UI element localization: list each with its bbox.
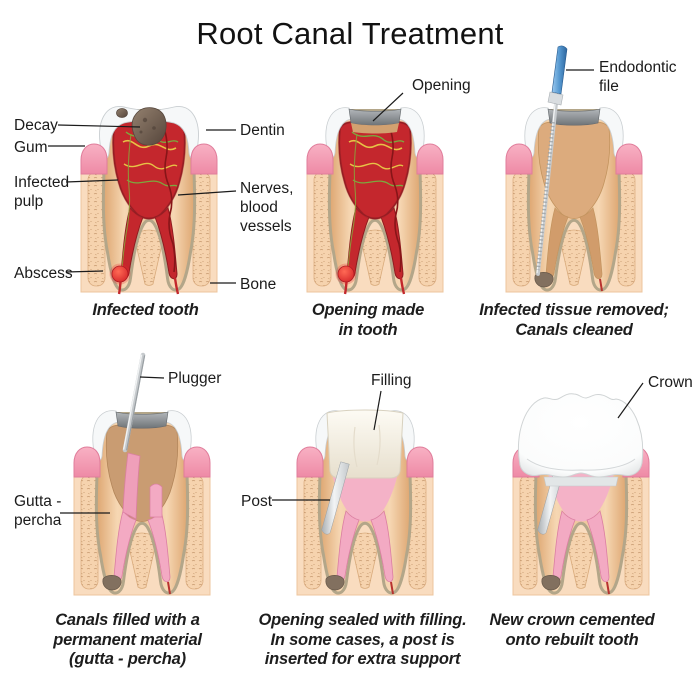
crown-cap xyxy=(517,393,644,487)
gutta-percha-canals xyxy=(113,452,171,583)
gutta-percha-canals xyxy=(332,473,398,583)
endodontic-file-tool xyxy=(536,45,568,276)
bone-texture xyxy=(192,171,211,287)
caption-opening-sealed: Opening sealed with filling. In some cas… xyxy=(258,611,467,668)
access-opening xyxy=(348,108,402,126)
apex-seal xyxy=(541,575,561,591)
stage-2-opening-illustration xyxy=(305,44,445,295)
bone-texture xyxy=(418,171,437,287)
label-post: Post xyxy=(241,493,273,510)
bone-texture xyxy=(185,474,204,590)
label-infected-pulp: Infected pulp xyxy=(14,174,70,210)
apex-vessel xyxy=(606,581,610,595)
access-opening xyxy=(547,108,601,126)
apex-seal xyxy=(534,272,554,288)
bone-texture xyxy=(87,171,106,287)
caption-canals-cleaned: Infected tissue removed; Canals cleaned xyxy=(479,301,669,339)
stage-6-crown-illustration xyxy=(511,347,651,597)
stage-4-gutta-percha-illustration xyxy=(72,347,212,597)
abscess xyxy=(109,263,131,285)
label-opening: Opening xyxy=(412,77,471,94)
apex-vessel xyxy=(390,581,394,595)
enamel xyxy=(92,410,192,462)
gum xyxy=(80,143,218,175)
caption-opening-made: Opening made in tooth xyxy=(311,301,425,339)
access-opening xyxy=(115,411,169,429)
filling-restoration xyxy=(326,409,404,479)
decay xyxy=(116,107,167,146)
label-bone: Bone xyxy=(240,276,277,293)
label-nerves: Nerves, blood vessels xyxy=(240,180,294,235)
label-endodontic-file: Endodontic file xyxy=(599,59,677,95)
bone-texture xyxy=(303,474,322,590)
apex-vessel xyxy=(167,581,171,595)
bone-texture xyxy=(617,171,636,287)
enamel xyxy=(524,107,624,159)
gum xyxy=(505,143,643,175)
gum xyxy=(73,446,211,478)
bone-texture xyxy=(512,171,531,287)
stage-1-infected-tooth-illustration xyxy=(79,44,219,295)
nerves-blood-vessels xyxy=(121,127,179,273)
stage-3-cleaning-illustration xyxy=(504,44,644,294)
abscess xyxy=(335,263,357,285)
bone-texture xyxy=(80,474,99,590)
gum xyxy=(306,143,444,175)
label-gum: Gum xyxy=(14,139,48,156)
diagram-title: Root Canal Treatment xyxy=(196,16,504,51)
label-abscess: Abscess xyxy=(14,265,73,282)
dentin-band xyxy=(351,123,399,134)
label-gutta-percha: Gutta - percha xyxy=(14,493,62,529)
post xyxy=(321,461,350,535)
caption-infected-tooth: Infected tooth xyxy=(92,301,199,319)
caption-new-crown: New crown cemented onto rebuilt tooth xyxy=(489,611,655,649)
gum xyxy=(296,446,434,478)
nerves-blood-vessels xyxy=(347,127,405,273)
apex-vessel xyxy=(599,278,603,292)
apex-seal xyxy=(102,575,122,591)
label-filling: Filling xyxy=(371,372,412,389)
label-crown: Crown xyxy=(648,374,693,391)
cleaned-canals xyxy=(537,117,611,280)
label-decay: Decay xyxy=(14,117,58,134)
caption-canals-filled: Canals filled with a permanent material … xyxy=(53,611,202,668)
stage-5-filling-illustration xyxy=(295,347,435,597)
apex-seal xyxy=(325,575,345,591)
label-dentin: Dentin xyxy=(240,122,285,139)
plugger-tool xyxy=(122,352,146,453)
label-plugger: Plugger xyxy=(168,370,222,387)
bone-texture xyxy=(519,474,538,590)
